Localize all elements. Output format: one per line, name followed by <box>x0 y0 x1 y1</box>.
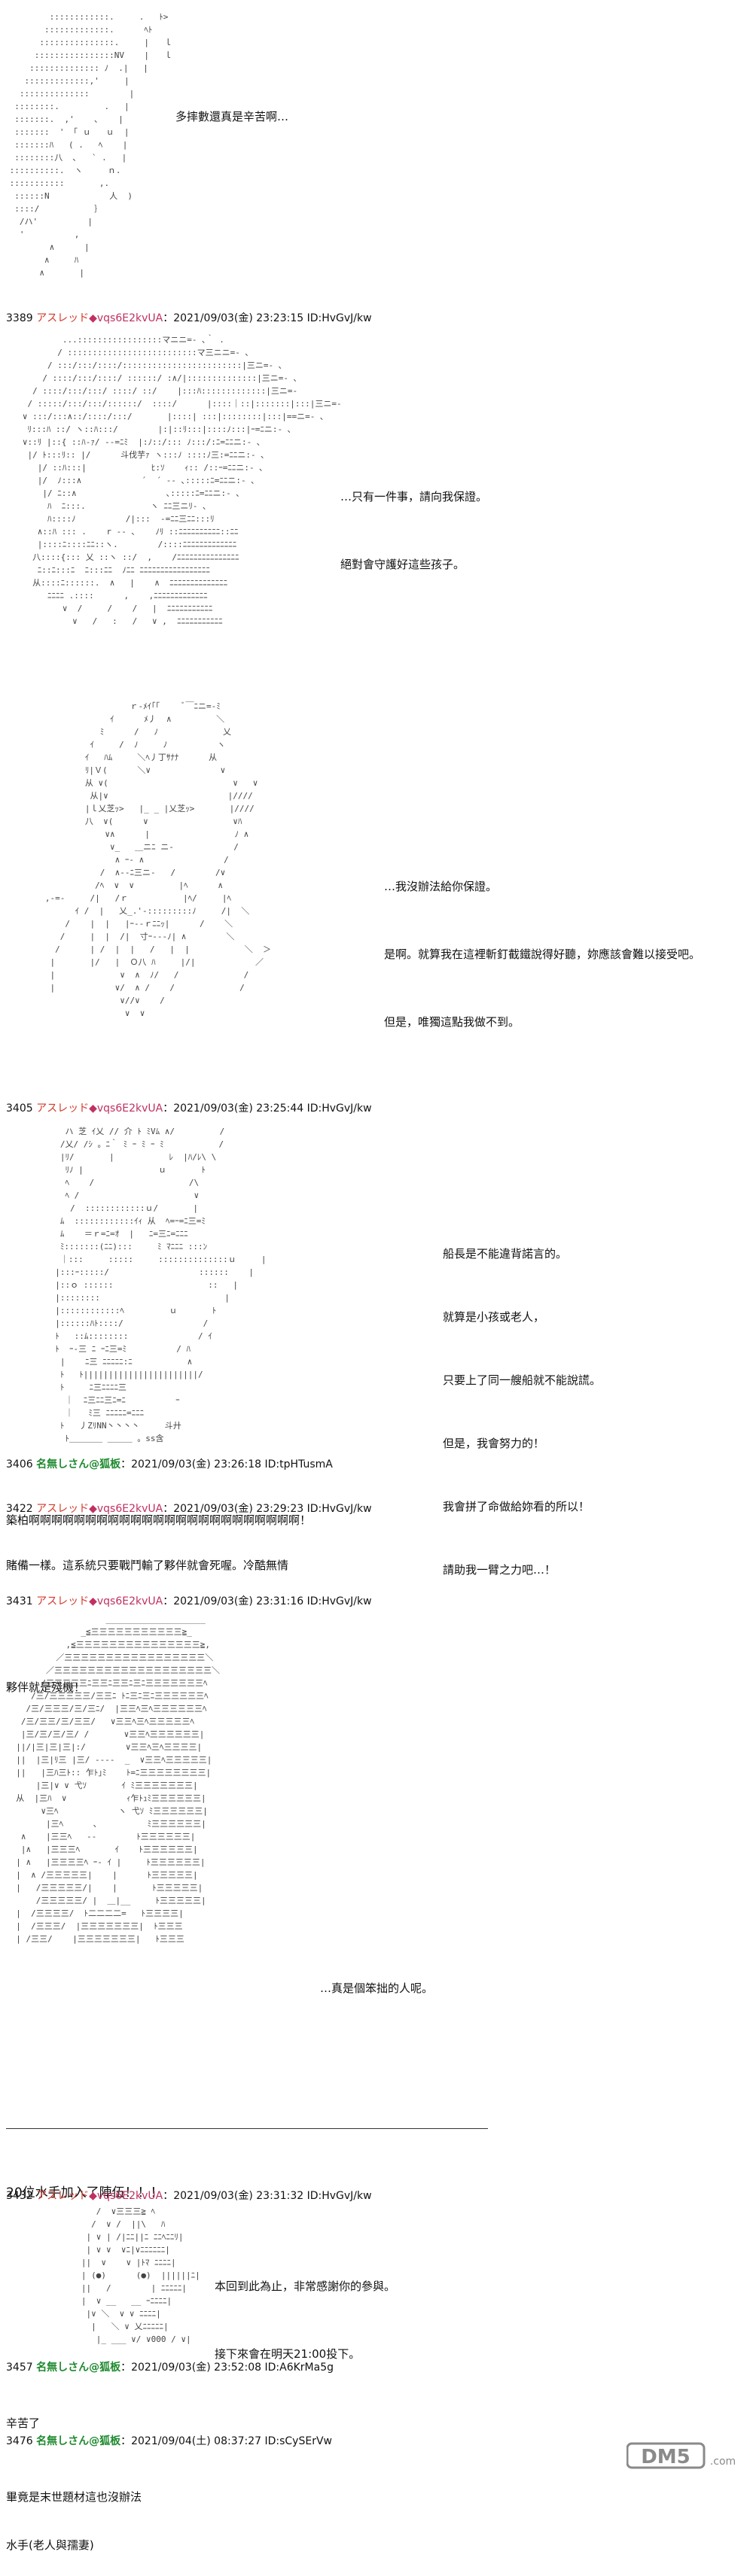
post-number: 3406 <box>6 1458 33 1470</box>
post-meta: ：2021/09/03(金) 23:52:08 ID:A6KrMa5g <box>120 2362 334 2374</box>
post-body-3406: 築柏啊啊啊啊啊啊啊啊啊啊啊啊啊啊啊啊啊啊啊啊啊啊啊啊！ <box>6 1470 311 1551</box>
post3389-speech: …只有一件事，請向我保證。 絕對會守護好這些孩子。 <box>340 440 487 598</box>
post-author[interactable]: 名無しさん@狐板 <box>36 2435 121 2447</box>
logo-text: DM5 <box>641 2446 691 2468</box>
post3432-speech: 本回到此為止，非常感謝你的參與。 接下來會在明天21:00投下。 <box>215 2230 395 2388</box>
post-header-3405: 3405 アスレッド◆vqs6E2kvUA：2021/09/03(金) 23:2… <box>6 1100 372 1115</box>
speech-line: 只要上了同一艘船就不能說謊。 <box>443 1373 602 1387</box>
post-number: 3405 <box>6 1102 33 1115</box>
ascii-art-woman: ____________________ _≦三三三三三三三三三三三≧_ ,≦三… <box>16 1614 220 1944</box>
post-header-3389: 3389 アスレッド◆vqs6E2kvUA：2021/09/03(金) 23:2… <box>6 310 372 325</box>
post-meta: ：2021/09/03(金) 23:31:32 ID:HvGvJ/kw <box>163 2190 372 2202</box>
body-line: 辛苦了 <box>6 2416 41 2430</box>
speech-line: …只有一件事，請向我保證。 <box>340 490 488 503</box>
post-number: 3432 <box>6 2190 33 2202</box>
post-author[interactable]: アスレッド <box>36 2190 90 2202</box>
body-line: 夥伴就是殘機！ <box>6 1680 86 1694</box>
speech-line: 船長是不能違背諾言的。 <box>443 1247 568 1261</box>
ascii-art-chibi: / ∨三三三≧ ﾍ / ∨ / ||\ ﾊ | ∨ | /|ﾆﾆ||ﾆ ﾆﾆﾍﾆ… <box>81 2206 200 2344</box>
post-author[interactable]: アスレッド <box>36 312 90 324</box>
speech-line: 我會拼了命做給妳看的所以！ <box>443 1500 590 1513</box>
post-trip: ◆vqs6E2kvUA <box>89 312 163 324</box>
speech-line: 是啊。就算我在這裡斬釘截鐵說得好聽，妳應該會難以接受吧。 <box>384 947 701 961</box>
speech-line: …我沒辦法給你保證。 <box>384 880 498 893</box>
body-line: 水手(老人與孺妻) <box>6 2538 94 2552</box>
ascii-art-girl-1: ::::::::::::. . ﾄ> :::::::::::::. ﾍﾄ :::… <box>9 12 172 278</box>
post-author[interactable]: アスレッド <box>36 1503 90 1515</box>
post-number: 3422 <box>6 1503 33 1515</box>
speech-line: 接下來會在明天21:00投下。 <box>215 2347 361 2361</box>
ascii-art-girl-2: ...:::::::::::::::::マニニ=‐ ､｀ . / :::::::… <box>22 335 342 626</box>
body-line: 築柏啊啊啊啊啊啊啊啊啊啊啊啊啊啊啊啊啊啊啊啊啊啊啊啊！ <box>6 1513 312 1527</box>
post-meta: ：2021/09/03(金) 23:29:23 ID:HvGvJ/kw <box>163 1503 372 1515</box>
post3405-speech: 船長是不能違背諾言的。 就算是小孩或老人， 只要上了同一艘船就不能說謊。 但是，… <box>443 1201 601 1601</box>
speech-line: 絕對會守護好這些孩子。 <box>340 558 465 571</box>
post-trip: ◆vqs6E2kvUA <box>89 1595 163 1607</box>
post-meta: ：2021/09/03(金) 23:25:44 ID:HvGvJ/kw <box>163 1102 372 1115</box>
speech-line: 多摔數還真是辛苦啊… <box>175 110 289 123</box>
post-meta: ：2021/09/03(金) 23:26:18 ID:tpHTusmA <box>120 1458 333 1470</box>
post-author[interactable]: 名無しさん@狐板 <box>36 1458 121 1470</box>
scene1-speech: 多摔數還真是辛苦啊… <box>175 60 288 151</box>
speech-line: 本回到此為止，非常感謝你的參與。 <box>215 2279 396 2293</box>
post-trip: ◆vqs6E2kvUA <box>89 1503 163 1515</box>
post-body-3422: 賭備一樣。這系統只要戰鬥輸了夥伴就會死喔。冷酷無情 夥伴就是殘機！ <box>6 1515 288 1718</box>
post-author[interactable]: 名無しさん@狐板 <box>36 2362 121 2374</box>
post-body-3476: 畢竟是末世題材這也沒辦法 <box>6 2447 142 2528</box>
post-number: 3389 <box>6 312 33 324</box>
ascii-art-man: ｒ‐ﾒｲ｢｢ ﾞ￣ﾆニ=‐ﾐ ｲ ﾒ丿 ∧ ＼ ﾐ / ﾉ 乂 ｲ / ﾉ ﾉ … <box>44 701 272 1018</box>
body-line: 賭備一樣。這系統只要戰鬥輸了夥伴就會死喔。冷酷無情 <box>6 1559 289 1572</box>
post-trip: ◆vqs6E2kvUA <box>89 1102 163 1115</box>
speech-line: 但是，我會努力的！ <box>443 1437 545 1450</box>
divider <box>6 2128 488 2129</box>
post-trip: ◆vqs6E2kvUA <box>89 2190 163 2202</box>
logo-suffix: .com <box>710 2456 736 2468</box>
post-header-3422: 3422 アスレッド◆vqs6E2kvUA：2021/09/03(金) 23:2… <box>6 1501 372 1516</box>
post-header-3431: 3431 アスレッド◆vqs6E2kvUA：2021/09/03(金) 23:3… <box>6 1593 372 1608</box>
post-header-3406: 3406 名無しさん@狐板：2021/09/03(金) 23:26:18 ID:… <box>6 1456 333 1471</box>
post-meta: ：2021/09/03(金) 23:31:16 ID:HvGvJ/kw <box>163 1595 372 1607</box>
ascii-art-closeup: ハ 芝 ｲ乂 // 介 ﾄ ﾐVﾑ ∧/ / /乂/ /ｼ 。ﾆ｀ ﾐ ｰ ﾐ … <box>55 1127 267 1443</box>
post3431-speech: …真是個笨拙的人呢。 <box>320 1932 433 2022</box>
post-footer-3431: 20位水手加入了陣伍！！！ <box>6 2143 163 2224</box>
speech-line: 但是，唯獨這點我做不到。 <box>384 1015 520 1029</box>
post-number: 3476 <box>6 2435 33 2447</box>
post-author[interactable]: アスレッド <box>36 1102 90 1115</box>
post-meta: ：2021/09/03(金) 23:23:15 ID:HvGvJ/kw <box>163 312 372 324</box>
post-header-3476: 3476 名無しさん@狐板：2021/09/04(土) 08:37:27 ID:… <box>6 2433 332 2448</box>
body-line: 20位水手加入了陣伍！！！ <box>6 2185 163 2200</box>
post-header-3432: 3432 アスレッド◆vqs6E2kvUA：2021/09/03(金) 23:3… <box>6 2188 372 2203</box>
scene3-speech: …我沒辦法給你保證。 是啊。就算我在這裡斬釘截鐵說得好聽，妳應該會難以接受吧。 … <box>384 830 700 1056</box>
speech-line: 請助我一臂之力吧…！ <box>443 1563 556 1577</box>
post-meta: ：2021/09/04(土) 08:37:27 ID:sCySErVw <box>120 2435 332 2447</box>
speech-line: …真是個笨拙的人呢。 <box>320 1981 434 1995</box>
body-line: 畢竟是末世題材這也沒辦法 <box>6 2490 142 2504</box>
post-header-3457: 3457 名無しさん@狐板：2021/09/03(金) 23:52:08 ID:… <box>6 2359 334 2374</box>
dm5-logo: DM5 .com <box>626 2442 736 2469</box>
post-number: 3431 <box>6 1595 33 1607</box>
post-author[interactable]: アスレッド <box>36 1595 90 1607</box>
speech-line: 就算是小孩或老人， <box>443 1310 545 1324</box>
post-number: 3457 <box>6 2362 33 2374</box>
